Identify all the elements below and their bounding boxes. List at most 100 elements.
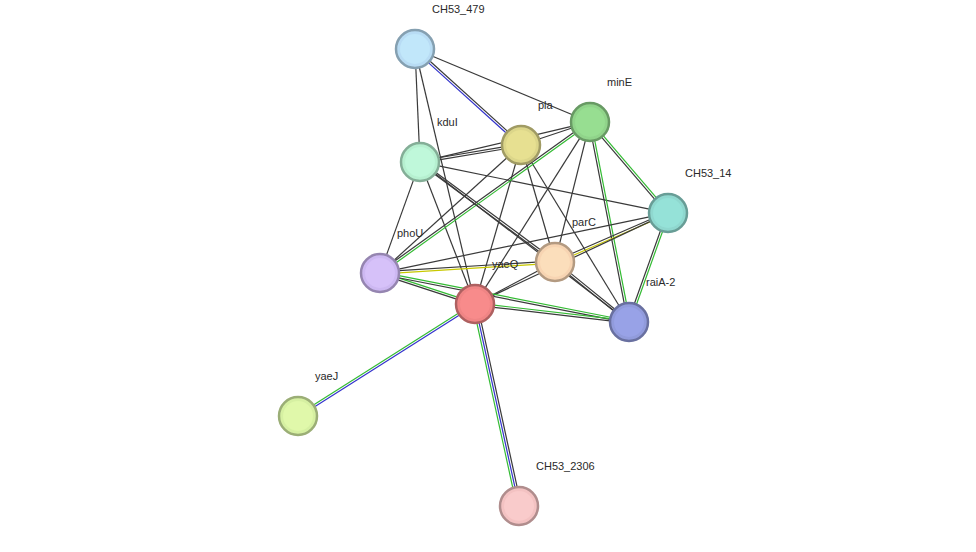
- node-label: CH53_2306: [536, 460, 595, 473]
- evidence-line: [386, 180, 413, 255]
- node-shine: [575, 107, 605, 137]
- node-disc: [571, 103, 609, 141]
- node-label: yaeJ: [315, 370, 338, 383]
- evidence-line: [634, 231, 660, 304]
- node-label: minE: [607, 76, 632, 89]
- node-shine: [365, 258, 395, 288]
- node-shine: [283, 401, 313, 431]
- protein-node: kduI: [400, 142, 440, 182]
- protein-node: CH53_14: [648, 193, 688, 233]
- node-label: raiA-2: [646, 276, 675, 289]
- protein-node: pla: [501, 125, 541, 165]
- node-shine: [506, 130, 536, 160]
- interaction-edge: [492, 221, 651, 296]
- node-disc: [361, 254, 399, 292]
- evidence-line: [439, 147, 503, 158]
- evidence-line: [399, 276, 611, 318]
- node-shine: [540, 247, 570, 277]
- evidence-line: [570, 273, 614, 309]
- node-label: phoU: [397, 227, 423, 240]
- protein-node: phoU: [360, 253, 400, 293]
- interaction-edge: [494, 305, 611, 321]
- protein-node: yaeQ: [455, 284, 495, 324]
- node-circle: [609, 302, 649, 342]
- evidence-line: [436, 172, 540, 249]
- node-disc: [500, 487, 538, 525]
- node-circle: [360, 253, 400, 293]
- evidence-line: [439, 149, 503, 160]
- evidence-line: [560, 140, 586, 243]
- interaction-edge: [398, 276, 610, 320]
- node-disc: [401, 143, 439, 181]
- evidence-line: [603, 136, 656, 198]
- node-shine: [460, 289, 490, 319]
- evidence-line: [492, 221, 651, 296]
- evidence-line: [315, 315, 460, 407]
- protein-node: CH53_2306: [499, 486, 539, 526]
- protein-node: minE: [570, 102, 610, 142]
- evidence-line: [595, 140, 627, 303]
- evidence-line: [477, 323, 513, 488]
- evidence-line: [492, 271, 538, 295]
- node-circle: [501, 125, 541, 165]
- evidence-line: [313, 313, 458, 405]
- node-circle: [400, 142, 440, 182]
- interaction-edge: [634, 231, 662, 305]
- interaction-edge: [428, 61, 507, 133]
- interaction-edge: [386, 180, 413, 255]
- interaction-edge: [602, 136, 657, 200]
- node-disc: [396, 30, 434, 68]
- evidence-line: [481, 322, 517, 487]
- node-label: CH53_14: [685, 167, 731, 180]
- node-label: kduI: [437, 116, 458, 129]
- node-circle: [535, 242, 575, 282]
- interaction-edge: [560, 140, 586, 243]
- interaction-edge: [492, 271, 538, 295]
- evidence-line: [593, 141, 625, 304]
- node-disc: [502, 126, 540, 164]
- node-circle: [648, 193, 688, 233]
- protein-node: yaeJ: [278, 396, 318, 436]
- node-label: CH53_479: [432, 3, 485, 16]
- node-shine: [405, 147, 435, 177]
- node-circle: [499, 486, 539, 526]
- node-disc: [649, 194, 687, 232]
- evidence-line: [399, 217, 650, 269]
- interaction-edge: [439, 147, 503, 160]
- evidence-line: [636, 231, 662, 304]
- node-shine: [400, 34, 430, 64]
- protein-node: raiA-2: [609, 302, 649, 342]
- evidence-line: [428, 63, 506, 133]
- interaction-edge: [439, 166, 650, 209]
- evidence-line: [479, 323, 515, 488]
- evidence-line: [416, 68, 419, 143]
- node-label: yaeQ: [492, 258, 518, 271]
- interaction-edge: [593, 140, 627, 303]
- evidence-line: [430, 61, 508, 131]
- node-circle: [455, 284, 495, 324]
- evidence-line: [494, 305, 610, 319]
- protein-node: parC: [535, 242, 575, 282]
- interaction-edge: [416, 68, 419, 143]
- node-label: pla: [538, 99, 553, 112]
- protein-node: CH53_479: [395, 29, 435, 69]
- node-disc: [279, 397, 317, 435]
- evidence-line: [439, 166, 650, 209]
- evidence-line: [395, 132, 574, 261]
- node-circle: [570, 102, 610, 142]
- evidence-line: [602, 137, 655, 199]
- interaction-edge: [477, 322, 517, 488]
- node-circle: [395, 29, 435, 69]
- node-shine: [653, 198, 683, 228]
- node-disc: [456, 285, 494, 323]
- node-disc: [536, 243, 574, 281]
- evidence-line: [494, 307, 610, 321]
- interaction-edge: [313, 313, 459, 407]
- node-label: parC: [572, 216, 596, 229]
- interaction-edge: [399, 217, 650, 269]
- node-circle: [278, 396, 318, 436]
- node-shine: [504, 491, 534, 521]
- node-shine: [614, 307, 644, 337]
